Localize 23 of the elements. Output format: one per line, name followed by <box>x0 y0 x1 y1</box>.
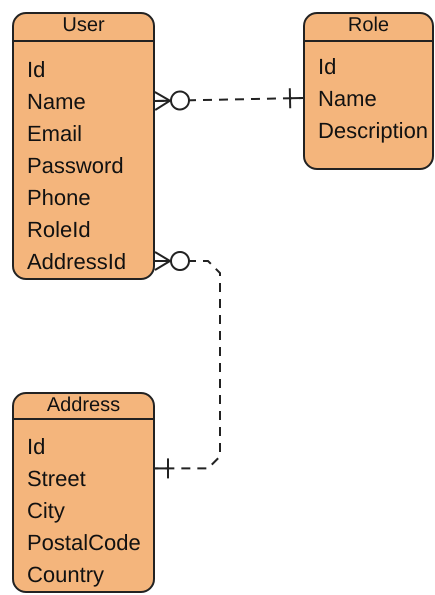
field-name: AddressId <box>27 248 126 276</box>
field-name: Description <box>318 117 428 145</box>
relationship-line <box>154 87 304 111</box>
field-name: Name <box>27 88 86 116</box>
field-name: Password <box>27 152 124 180</box>
field-name: Country <box>27 561 104 589</box>
entity-table <box>303 12 434 170</box>
field-name: PostalCode <box>27 529 141 557</box>
table-name: Role <box>305 14 432 42</box>
table-name: Address <box>14 394 153 420</box>
field-name: Id <box>27 433 46 461</box>
field-name: Id <box>318 53 336 81</box>
entity-table <box>12 12 155 280</box>
field-name: Email <box>27 120 82 148</box>
field-name: Name <box>318 85 377 113</box>
field-name: RoleId <box>27 216 91 244</box>
field-name: City <box>27 497 65 525</box>
table-name: User <box>14 14 153 42</box>
field-name: Phone <box>27 184 91 212</box>
relationship-line <box>154 251 221 480</box>
entity-table <box>12 392 155 593</box>
field-name: Id <box>27 56 46 84</box>
field-name: Street <box>27 465 86 493</box>
